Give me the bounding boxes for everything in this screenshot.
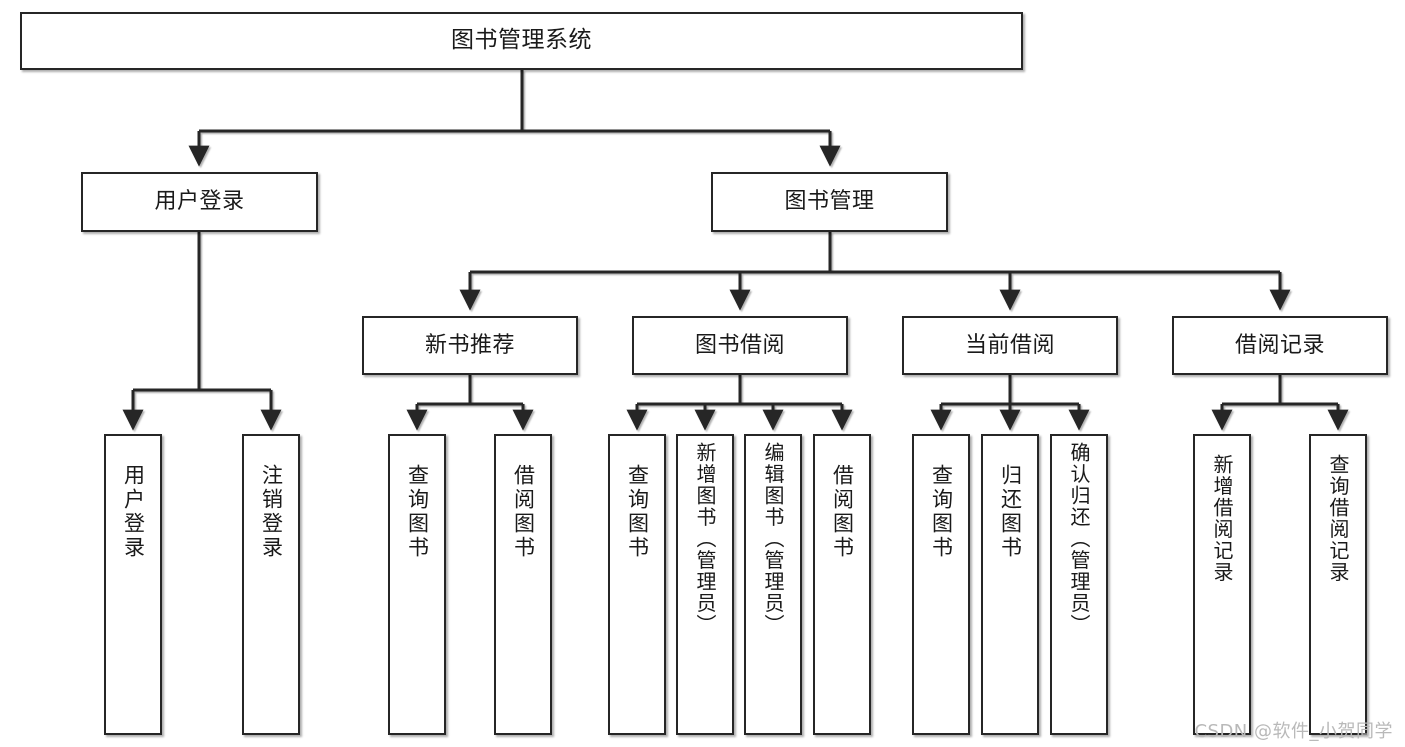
node-leaf-query-book-2-label: 查询图书 [625, 464, 650, 560]
node-user-login-label: 用户登录 [154, 189, 245, 215]
node-leaf-query-book-3[interactable]: 查询图书 [912, 434, 970, 735]
node-leaf-confirm-return[interactable]: 确认归还（管理员） [1050, 434, 1108, 735]
node-leaf-logout-label: 注销登录 [259, 464, 284, 560]
node-leaf-add-record-label: 新增借阅记录 [1210, 454, 1234, 583]
node-leaf-add-book[interactable]: 新增图书（管理员） [676, 434, 734, 735]
node-leaf-query-book-1-label: 查询图书 [405, 464, 430, 560]
node-leaf-return-book-label: 归还图书 [998, 464, 1023, 560]
node-leaf-query-book-1[interactable]: 查询图书 [388, 434, 446, 735]
node-leaf-borrow-book-1[interactable]: 借阅图书 [494, 434, 552, 735]
node-leaf-borrow-book-2[interactable]: 借阅图书 [813, 434, 871, 735]
node-leaf-confirm-return-label: 确认归还（管理员） [1067, 442, 1091, 636]
node-book-management[interactable]: 图书管理 [711, 172, 948, 232]
node-leaf-query-record[interactable]: 查询借阅记录 [1309, 434, 1367, 735]
node-current-borrow-label: 当前借阅 [964, 332, 1055, 358]
node-leaf-user-login-label: 用户登录 [121, 464, 146, 560]
node-leaf-edit-book[interactable]: 编辑图书（管理员） [744, 434, 802, 735]
node-book-borrow[interactable]: 图书借阅 [632, 316, 848, 375]
node-new-book-recommend[interactable]: 新书推荐 [362, 316, 578, 375]
node-borrow-record[interactable]: 借阅记录 [1172, 316, 1388, 375]
node-book-management-label: 图书管理 [784, 189, 875, 215]
node-leaf-add-book-label: 新增图书（管理员） [693, 442, 717, 636]
node-leaf-edit-book-label: 编辑图书（管理员） [761, 442, 785, 636]
node-leaf-query-book-3-label: 查询图书 [929, 464, 954, 560]
node-new-book-recommend-label: 新书推荐 [424, 332, 515, 358]
node-leaf-query-record-label: 查询借阅记录 [1326, 454, 1350, 583]
node-root[interactable]: 图书管理系统 [20, 12, 1023, 70]
node-leaf-borrow-book-2-label: 借阅图书 [830, 464, 855, 560]
node-current-borrow[interactable]: 当前借阅 [902, 316, 1118, 375]
node-leaf-user-login[interactable]: 用户登录 [104, 434, 162, 735]
node-leaf-return-book[interactable]: 归还图书 [981, 434, 1039, 735]
watermark-text: CSDN @软件_小贺同学 [1194, 721, 1393, 742]
node-leaf-add-record[interactable]: 新增借阅记录 [1193, 434, 1251, 735]
node-borrow-record-label: 借阅记录 [1234, 332, 1325, 358]
node-user-login[interactable]: 用户登录 [81, 172, 318, 232]
node-leaf-logout[interactable]: 注销登录 [242, 434, 300, 735]
node-leaf-borrow-book-1-label: 借阅图书 [511, 464, 536, 560]
node-book-borrow-label: 图书借阅 [694, 332, 785, 358]
node-leaf-query-book-2[interactable]: 查询图书 [608, 434, 666, 735]
node-root-label: 图书管理系统 [451, 27, 592, 54]
